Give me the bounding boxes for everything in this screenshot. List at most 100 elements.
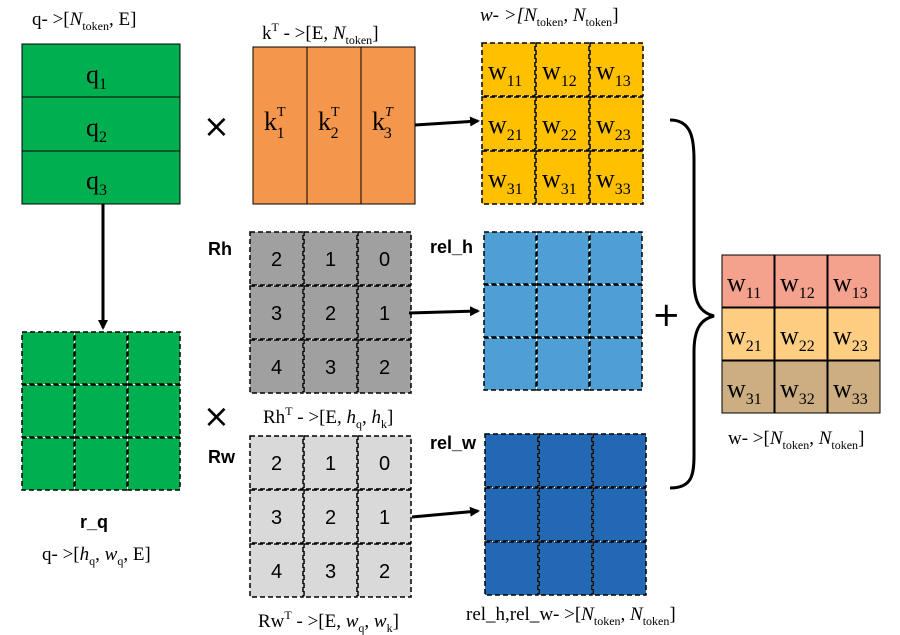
r-q-cell bbox=[127, 384, 181, 438]
rel-w-cell bbox=[484, 541, 539, 596]
r-q-cell bbox=[21, 437, 75, 491]
rh-cell-value: 2 bbox=[325, 303, 336, 325]
w-cell-text: w13 bbox=[596, 56, 631, 90]
r-q-title: r_q bbox=[80, 512, 109, 532]
r-q-cell bbox=[21, 384, 75, 438]
rel-w-cell bbox=[484, 487, 539, 542]
arrow-rh-to-relh bbox=[408, 306, 480, 317]
rel-h-cell bbox=[536, 337, 590, 391]
w-cell bbox=[589, 96, 644, 151]
rh-cell-value: 3 bbox=[271, 303, 282, 325]
rel-h-cell bbox=[536, 284, 590, 338]
rh-cell bbox=[357, 231, 412, 286]
output-cell bbox=[827, 307, 881, 361]
plus-symbol: + bbox=[652, 295, 681, 335]
r-q-cell bbox=[127, 437, 181, 491]
rel-h-cell bbox=[483, 337, 537, 391]
w-cell-text: w12 bbox=[542, 56, 577, 90]
kt-shape-label: kT - >[E, Ntoken] bbox=[262, 20, 379, 47]
rel-h-matrix bbox=[483, 231, 643, 391]
output-cell-text: w33 bbox=[833, 374, 868, 408]
rw-cell bbox=[357, 543, 412, 598]
rh-cell bbox=[249, 285, 304, 340]
rel-h-cell bbox=[483, 231, 537, 285]
output-cell-text: w22 bbox=[780, 321, 815, 355]
q-cell-2-text: q2 bbox=[86, 113, 107, 146]
q-cell-1-text: q1 bbox=[86, 60, 107, 93]
output-cell bbox=[827, 360, 881, 414]
rw-cell-value: 0 bbox=[379, 453, 390, 475]
kt-cell-2 bbox=[306, 46, 362, 205]
rw-cell-value: 2 bbox=[325, 507, 336, 529]
arrow-rw-to-relw bbox=[411, 506, 480, 519]
q-cell-3-text: q3 bbox=[86, 166, 107, 199]
w-cell-text: w22 bbox=[542, 110, 577, 144]
rh-cell bbox=[303, 231, 358, 286]
times-symbol-2: × bbox=[203, 397, 230, 435]
q-cell-2 bbox=[21, 96, 181, 152]
rw-cell-value: 4 bbox=[271, 561, 282, 583]
rw-cell bbox=[249, 489, 304, 544]
output-cell bbox=[774, 360, 828, 414]
rw-cell bbox=[249, 435, 304, 490]
rh-cell-value: 2 bbox=[271, 249, 282, 271]
rel-w-cell bbox=[538, 541, 593, 596]
times-symbol-1: × bbox=[203, 107, 230, 145]
w-cell-text: w31 bbox=[542, 164, 577, 198]
w-cell bbox=[535, 150, 590, 205]
rh-cell-value: 3 bbox=[325, 357, 336, 379]
rel-h-cell bbox=[589, 337, 643, 391]
rel-h-cell bbox=[536, 231, 590, 285]
output-cell bbox=[827, 254, 881, 308]
w-cell-text: w23 bbox=[596, 110, 631, 144]
w-cell bbox=[481, 42, 536, 97]
arrow-kt-to-w bbox=[414, 116, 480, 127]
w-cell bbox=[535, 42, 590, 97]
output-cell bbox=[774, 307, 828, 361]
rh-cell bbox=[249, 339, 304, 394]
rel-w-cell bbox=[592, 433, 647, 488]
w-cell bbox=[535, 96, 590, 151]
rel-shape-label: rel_h,rel_w- >[Ntoken, Ntoken] bbox=[466, 604, 676, 628]
rh-cell-value: 1 bbox=[325, 249, 336, 271]
rh-title: Rh bbox=[208, 239, 232, 259]
kt-cell-3 bbox=[360, 46, 416, 205]
rh-cell bbox=[357, 285, 412, 340]
output-cell-text: w21 bbox=[727, 321, 762, 355]
w-cell bbox=[589, 42, 644, 97]
rw-cell-value: 3 bbox=[325, 561, 336, 583]
rw-cell bbox=[357, 435, 412, 490]
rel-h-title: rel_h bbox=[430, 237, 474, 257]
output-cell-text: w23 bbox=[833, 321, 868, 355]
r-q-matrix bbox=[21, 331, 181, 491]
rh-cell bbox=[249, 231, 304, 286]
w-cell bbox=[481, 150, 536, 205]
w-cell-text: w31 bbox=[488, 164, 523, 198]
rw-cell-value: 1 bbox=[379, 507, 390, 529]
output-cell bbox=[721, 360, 775, 414]
output-cell-text: w32 bbox=[780, 374, 815, 408]
r-q-cell bbox=[74, 437, 128, 491]
rh-cell bbox=[357, 339, 412, 394]
rel-h-cell bbox=[589, 231, 643, 285]
rw-shape-label: RwT - >[E, wq, wk] bbox=[258, 608, 399, 635]
q-matrix: q1 q2 q3 bbox=[21, 43, 181, 205]
output-cell-text: w13 bbox=[833, 268, 868, 302]
w-cell-text: w21 bbox=[488, 110, 523, 144]
w-shape-label: w- >[Ntoken, Ntoken] bbox=[480, 5, 619, 29]
rw-cell bbox=[357, 489, 412, 544]
rh-shape-label: RhT - >[E, hq, hk] bbox=[263, 404, 394, 431]
rel-h-cell bbox=[483, 284, 537, 338]
rw-cell-value: 2 bbox=[271, 453, 282, 475]
rw-cell-value: 3 bbox=[271, 507, 282, 529]
q-cell-3 bbox=[21, 150, 181, 205]
rel-w-cell bbox=[592, 487, 647, 542]
